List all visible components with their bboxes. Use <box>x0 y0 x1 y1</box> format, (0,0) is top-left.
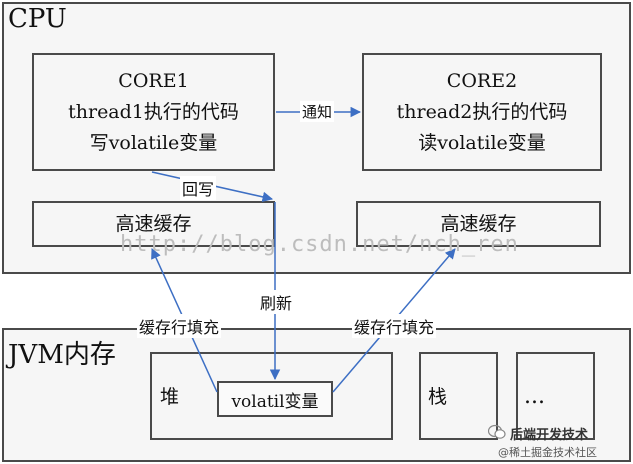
writeback-label: 回写 <box>180 176 217 200</box>
volatile-variable-box: volatil变量 <box>217 381 333 417</box>
fill-right-label: 缓存行填充 <box>352 314 437 338</box>
more-box <box>516 352 595 440</box>
stack-box <box>419 352 498 440</box>
core1-title: CORE1 <box>118 69 189 92</box>
brand-community: @稀土掘金技术社区 <box>498 446 597 459</box>
core2-title: CORE2 <box>446 69 518 92</box>
core2-thread-code: thread2执行的代码 <box>396 100 568 123</box>
core1-write-volatile: 写volatile变量 <box>89 131 218 154</box>
stack-label: 栈 <box>428 386 448 408</box>
more-ellipsis: ... <box>524 384 545 409</box>
jvm-memory-title: JVM内存 <box>8 340 116 370</box>
core2-box: CORE2 thread2执行的代码 读volatile变量 <box>362 53 602 171</box>
url-watermark: http://blog.csdn.net/nch_ren <box>120 232 519 257</box>
cpu-title: CPU <box>8 4 67 34</box>
refresh-label: 刷新 <box>258 290 295 314</box>
heap-label: 堆 <box>160 386 180 408</box>
fill-left-label: 缓存行填充 <box>137 314 222 338</box>
wechat-icon <box>487 424 506 440</box>
cache2-box: 高速缓存 <box>356 201 601 247</box>
core1-box: CORE1 thread1执行的代码 写volatile变量 <box>32 53 275 171</box>
brand-name: 后端开发技术 <box>510 428 589 443</box>
notify-label: 通知 <box>300 101 335 122</box>
core2-read-volatile: 读volatile变量 <box>418 131 546 154</box>
core1-thread-code: thread1执行的代码 <box>68 100 239 123</box>
cache1-box: 高速缓存 <box>32 201 275 247</box>
